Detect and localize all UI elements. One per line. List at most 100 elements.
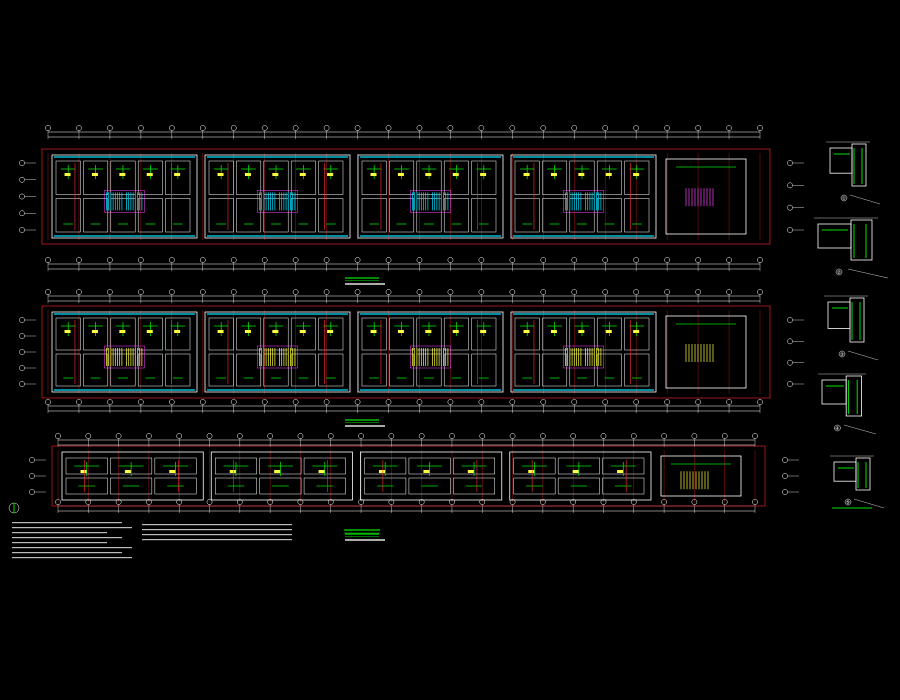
room-label bbox=[299, 330, 306, 333]
unit-wall bbox=[510, 154, 657, 239]
dwelling-unit bbox=[51, 311, 198, 393]
plan-2 bbox=[19, 289, 804, 427]
room bbox=[624, 317, 650, 351]
room-label bbox=[523, 330, 530, 333]
dwelling-unit bbox=[210, 451, 353, 501]
room-label bbox=[397, 173, 404, 176]
room-label bbox=[274, 470, 281, 473]
room-label bbox=[425, 173, 432, 176]
building-outline bbox=[51, 445, 766, 507]
plan-scale-text bbox=[345, 425, 385, 427]
room bbox=[236, 353, 262, 387]
room bbox=[453, 477, 496, 495]
room bbox=[55, 160, 81, 195]
stair-core bbox=[104, 190, 145, 213]
detail-callout-bubble bbox=[838, 350, 846, 358]
room bbox=[361, 353, 387, 387]
dwelling-unit bbox=[51, 154, 198, 239]
axis-bubble-side bbox=[19, 193, 25, 200]
room bbox=[361, 160, 387, 195]
room bbox=[263, 160, 289, 195]
note-line bbox=[12, 547, 132, 549]
room bbox=[137, 317, 163, 351]
plan-scale-text bbox=[345, 283, 385, 285]
unit-wall bbox=[357, 154, 504, 239]
axis-bubble-side bbox=[19, 333, 25, 339]
room bbox=[137, 198, 163, 233]
stair-well bbox=[563, 190, 604, 213]
room bbox=[55, 198, 81, 233]
room-label bbox=[572, 470, 579, 473]
room bbox=[596, 198, 622, 233]
room bbox=[389, 198, 415, 233]
room bbox=[263, 353, 289, 387]
room-label bbox=[423, 470, 430, 473]
stair-well bbox=[104, 190, 145, 213]
detail-section-outline bbox=[855, 457, 871, 491]
room bbox=[389, 160, 415, 195]
floor-plans-layer bbox=[19, 125, 804, 541]
end-unit-wall bbox=[665, 158, 747, 235]
room-label bbox=[217, 330, 224, 333]
room bbox=[263, 317, 289, 351]
end-unit bbox=[660, 455, 742, 497]
room-label bbox=[146, 330, 153, 333]
unit-wall bbox=[210, 451, 353, 501]
detail-callout-bubble bbox=[834, 424, 841, 432]
dwelling-unit bbox=[510, 311, 657, 393]
room bbox=[364, 477, 407, 495]
note-line bbox=[12, 552, 122, 554]
unit-wall bbox=[357, 311, 504, 393]
stair-well bbox=[563, 345, 604, 369]
room bbox=[471, 353, 497, 387]
axis-bubble-side bbox=[19, 317, 25, 323]
room bbox=[443, 353, 469, 387]
room bbox=[165, 160, 191, 195]
room bbox=[110, 317, 136, 351]
room bbox=[596, 160, 622, 195]
room bbox=[542, 198, 568, 233]
stair-core bbox=[563, 190, 604, 213]
note-line bbox=[142, 539, 292, 541]
stair-core bbox=[257, 345, 298, 369]
room-label bbox=[272, 330, 279, 333]
room-label bbox=[318, 470, 325, 473]
detail-callout-bubble bbox=[844, 498, 852, 506]
room bbox=[361, 198, 387, 233]
room bbox=[596, 317, 622, 351]
room bbox=[236, 198, 262, 233]
room-label bbox=[299, 173, 306, 176]
room bbox=[318, 317, 344, 351]
room bbox=[514, 198, 540, 233]
room-label bbox=[605, 330, 612, 333]
detail-leader bbox=[853, 498, 885, 509]
room bbox=[389, 353, 415, 387]
note-line bbox=[12, 527, 132, 529]
detail-number: ④ bbox=[835, 426, 840, 432]
stair-core bbox=[257, 190, 298, 213]
room bbox=[542, 353, 568, 387]
unit-wall bbox=[510, 311, 657, 393]
detail-leader bbox=[849, 194, 881, 205]
room bbox=[110, 198, 136, 233]
room bbox=[137, 353, 163, 387]
room-label bbox=[217, 173, 224, 176]
stair-well bbox=[104, 345, 145, 369]
room bbox=[443, 160, 469, 195]
room-label bbox=[146, 173, 153, 176]
building-outline bbox=[41, 148, 771, 245]
room bbox=[602, 477, 645, 495]
room bbox=[443, 198, 469, 233]
room bbox=[65, 477, 108, 495]
stair-well bbox=[410, 190, 451, 213]
plan-3 bbox=[29, 433, 799, 541]
plan-1 bbox=[19, 125, 804, 285]
detail-section-outline bbox=[845, 375, 863, 417]
room bbox=[513, 477, 556, 495]
room bbox=[416, 353, 442, 387]
room bbox=[514, 317, 540, 351]
room bbox=[137, 160, 163, 195]
room bbox=[110, 477, 153, 495]
